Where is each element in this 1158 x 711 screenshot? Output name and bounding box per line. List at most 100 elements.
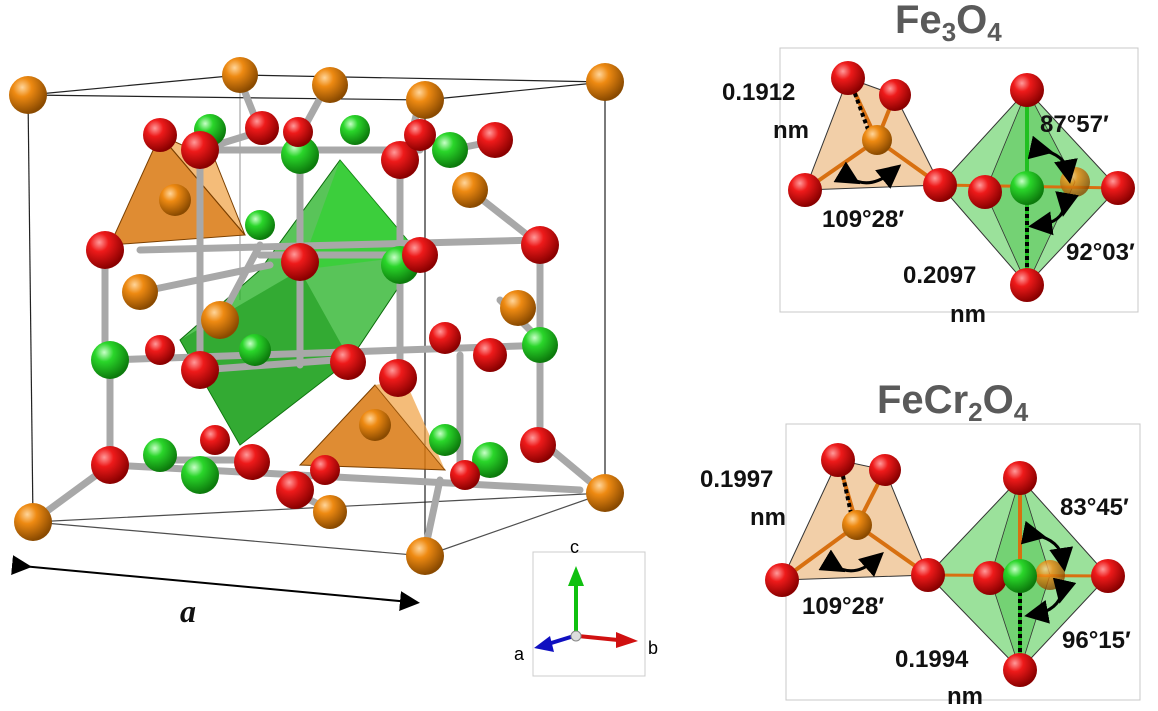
- o-atom: [473, 338, 507, 372]
- o-atom: [245, 111, 279, 145]
- fe-atom: [586, 474, 624, 512]
- oct-angle-label-1: 83°45′: [1060, 494, 1129, 521]
- fe-atom: [159, 184, 191, 216]
- tet-angle-arrow: [818, 549, 884, 577]
- fe-atom: [862, 125, 892, 155]
- o-atom: [330, 344, 366, 380]
- o-atom: [404, 119, 436, 151]
- fe-atom: [313, 495, 347, 529]
- o-atom: [1101, 171, 1135, 205]
- panel-title: Fe3O4: [895, 0, 1002, 47]
- o-atom: [381, 141, 419, 179]
- oct-angle-label-2: 96°15′: [1062, 627, 1131, 654]
- o-atom: [911, 558, 945, 592]
- axis-triad: c b a: [514, 537, 658, 677]
- axis-b-arrowhead: [616, 632, 638, 648]
- fe-atom: [842, 510, 872, 540]
- cr-atom: [1010, 171, 1044, 205]
- o-atom: [145, 335, 175, 365]
- o-atom: [923, 168, 957, 202]
- fe-atom: [586, 63, 624, 101]
- o-atom: [181, 131, 219, 169]
- o-atom: [283, 117, 313, 147]
- oct-angle-arrow-2: [1028, 191, 1079, 236]
- o-atom: [968, 175, 1002, 209]
- o-atom: [1091, 559, 1125, 593]
- o-atom: [520, 427, 556, 463]
- o-atom: [91, 446, 129, 484]
- fe-atom: [14, 503, 52, 541]
- cr-atom: [245, 210, 275, 240]
- tet-angle-arrow: [833, 161, 902, 189]
- o-atom: [521, 226, 559, 264]
- axis-b-line: [577, 634, 619, 642]
- cr-atom: [181, 456, 219, 494]
- panel-frame: [785, 423, 1141, 701]
- fe-atom: [452, 172, 488, 208]
- lattice-label: a: [180, 593, 196, 629]
- axis-a-line: [547, 634, 575, 646]
- oct-angle-label-2: 92°03′: [1066, 239, 1135, 266]
- o-atom: [281, 243, 319, 281]
- panel-frame: [779, 47, 1139, 313]
- o-atom: [181, 351, 219, 389]
- o-atom: [450, 460, 480, 490]
- fe-atom: [9, 76, 47, 114]
- cr-atom: [340, 115, 370, 145]
- cr-atom: [143, 438, 177, 472]
- panel-title: FeCr2O4: [877, 378, 1029, 427]
- tet-bond-unit: nm: [773, 117, 809, 144]
- axis-a-label: a: [514, 644, 525, 664]
- oct-angle-arrow-1: [1027, 135, 1078, 184]
- axis-origin: [570, 630, 582, 642]
- fe-atom: [406, 81, 444, 119]
- o-atom: [973, 561, 1007, 595]
- o-atom: [143, 118, 177, 152]
- oct-bond-value: 0.1994: [895, 646, 969, 673]
- oct-bond-unit: nm: [950, 301, 986, 328]
- fe-atom: [1060, 167, 1090, 197]
- o-atom: [788, 173, 822, 207]
- oct-bond-unit: nm: [947, 683, 983, 710]
- axis-triad-box: [532, 551, 646, 677]
- atoms: [9, 57, 624, 575]
- cr-atom: [239, 334, 271, 366]
- tet-bond-unit: nm: [750, 504, 786, 531]
- o-atom: [310, 455, 340, 485]
- fe-atom: [359, 409, 391, 441]
- tet-bond-value: 0.1997: [700, 466, 773, 493]
- o-atom: [1010, 73, 1044, 107]
- o-atom: [429, 322, 461, 354]
- axis-c-label: c: [570, 537, 579, 557]
- oct-bond-value: 0.2097: [903, 262, 976, 289]
- o-atom: [402, 237, 438, 273]
- o-atom: [200, 425, 230, 455]
- unit-cell: a c b a: [9, 57, 658, 677]
- cr-atom: [432, 132, 468, 168]
- panel-fecr2o4: FeCr2O4 0.1: [700, 378, 1141, 710]
- o-atom: [234, 444, 270, 480]
- panel-fe3o4: Fe3O4: [722, 0, 1139, 328]
- fe-atom: [500, 290, 536, 326]
- o-atom: [765, 563, 799, 597]
- tet-angle-label: 109°28′: [802, 593, 884, 620]
- o-atom: [1003, 653, 1037, 687]
- cr-atom: [91, 341, 129, 379]
- o-atom: [869, 454, 901, 486]
- lattice-parameter-arrow: a: [11, 555, 420, 629]
- o-atom: [86, 231, 124, 269]
- fe-atom: [406, 537, 444, 575]
- axis-b-label: b: [648, 638, 658, 658]
- o-atom: [276, 471, 314, 509]
- axis-c-arrowhead: [568, 566, 584, 586]
- cr-atom: [472, 442, 508, 478]
- fe-atom: [222, 57, 258, 93]
- o-atom: [379, 359, 417, 397]
- cr-atom: [429, 424, 461, 456]
- o-atom: [831, 61, 865, 95]
- cr-atom: [1003, 559, 1037, 593]
- fe-atom: [312, 67, 348, 103]
- o-atom: [1010, 268, 1044, 302]
- cr-atom: [522, 327, 558, 363]
